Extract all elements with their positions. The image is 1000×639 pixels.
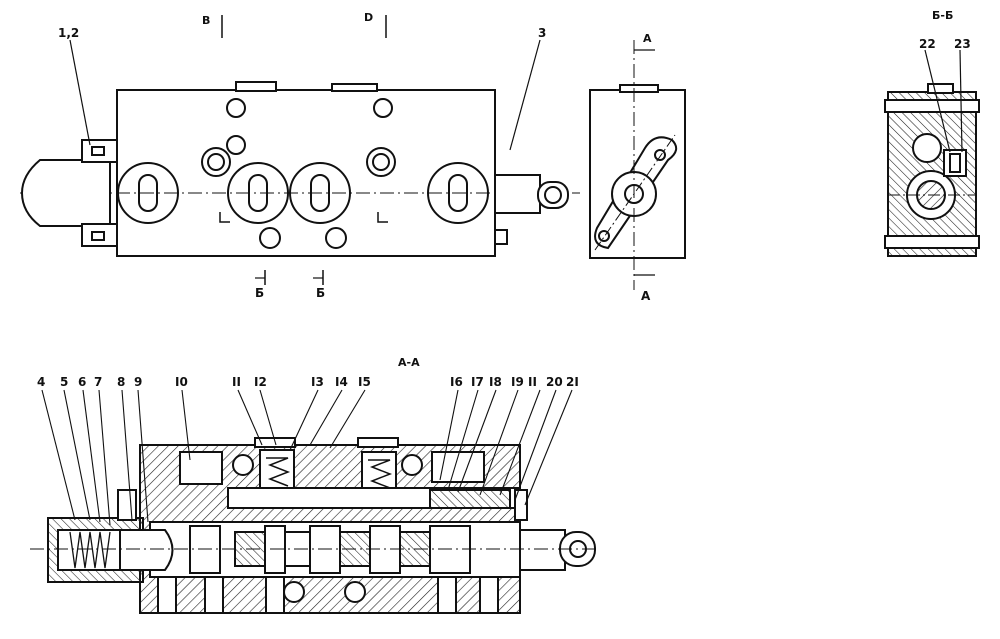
section-aa-title: А-А (398, 356, 420, 369)
part-label: I2 (254, 375, 267, 389)
part-label: 20 (546, 375, 563, 389)
part-22: 22 (919, 37, 936, 51)
section-bb-title: Б-Б (932, 9, 954, 22)
part-label: I9 (511, 375, 524, 389)
right-clevis (494, 174, 541, 214)
cut-a-top: A (643, 32, 652, 45)
part-23: 23 (954, 37, 971, 51)
part-label: I4 (335, 375, 348, 389)
part-label: 7 (94, 375, 103, 389)
callout-1-2: 1,2 (58, 26, 80, 40)
part-label: 9 (134, 375, 143, 389)
part-label: I7 (471, 375, 484, 389)
valve-body-outline (116, 89, 496, 257)
top-view (20, 15, 580, 285)
callout-3: 3 (538, 26, 547, 40)
cut-a-bottom: A (641, 289, 651, 303)
section-bb-view (884, 49, 980, 257)
side-view (589, 40, 686, 290)
part-label: I0 (175, 375, 188, 389)
part-label: I8 (489, 375, 502, 389)
part-label: 6 (78, 375, 87, 389)
part-label: 8 (117, 375, 126, 389)
part-label: 5 (60, 375, 69, 389)
section-mark-d: D (364, 11, 374, 24)
part-label: I6 (450, 375, 463, 389)
section-mark-b: B (202, 14, 211, 27)
left-end-cap (20, 159, 111, 227)
part-label: I5 (358, 375, 371, 389)
part-label: 2I (566, 375, 579, 389)
part-label: II (232, 375, 241, 389)
cut-label-left: Б (255, 286, 265, 300)
section-aa-view (30, 389, 600, 614)
part-label: II (528, 375, 537, 389)
oval-ports (117, 162, 489, 224)
cut-label-right: Б (316, 286, 326, 300)
part-label: 4 (37, 375, 46, 389)
part-label: I3 (311, 375, 324, 389)
